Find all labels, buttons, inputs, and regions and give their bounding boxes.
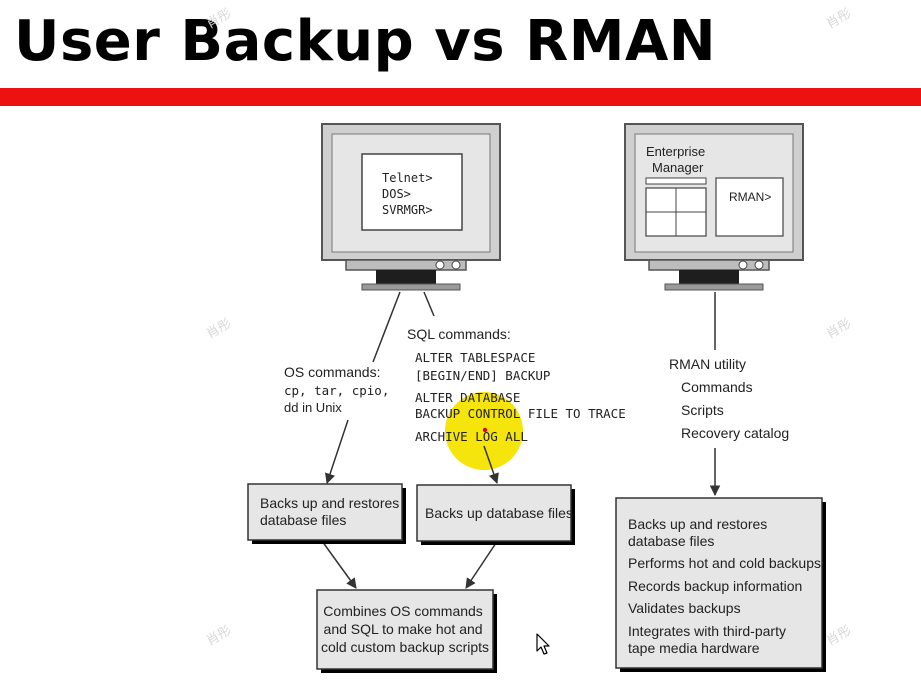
em-label-line: Manager [652,160,704,175]
feature-line: tape media hardware [628,640,760,656]
left-screen-text: Telnet> DOS> SVRMGR> [382,171,440,217]
screen-line: Telnet> [382,171,433,185]
right-computer-icon [624,123,804,291]
sql-commands: ALTER TABLESPACE [BEGIN/END] BACKUP ALTE… [415,350,633,444]
sql-line: [BEGIN/END] BACKUP [415,368,550,383]
box-combined-line: Combines OS commands [323,603,483,619]
box-combined-line: cold custom backup scripts [321,639,489,655]
connectors [321,291,721,589]
box-combined-line: and SQL to make hot and [324,621,483,637]
os-commands-label: OS commands: cp, tar, cpio, dd in Unix [284,364,394,415]
box-sql-text: Backs up database files [425,505,573,521]
feature-line: Integrates with third-party [628,623,786,639]
feature-line: Records backup information [628,578,802,594]
os-commands-line: OS commands: [284,364,380,380]
svg-text:Backs up and restores da: Backs up and restores database files [260,495,403,528]
rman-utility-item: Recovery catalog [681,425,789,441]
box-os-line: Backs up and restores [260,495,399,511]
svg-text:Combines OS commands and: Combines OS commands and SQL to make hot… [321,603,489,655]
rman-utility-item: Scripts [681,402,724,418]
os-commands-line: cp, tar, cpio, [284,383,389,398]
feature-line: Performs hot and cold backups [628,555,821,571]
sql-line: ALTER DATABASE [415,390,520,405]
rman-utility-title: RMAN utility [669,356,746,372]
feature-line: Validates backups [628,600,741,616]
box-rman-features: Backs up and restores database files Per… [615,497,826,672]
rman-utility-item: Commands [681,379,753,395]
mouse-cursor-icon [536,633,550,655]
slide-title: User Backup vs RMAN [14,9,717,74]
left-computer-icon [321,123,501,291]
sql-line: ARCHIVE LOG ALL [415,429,528,444]
sql-heading: SQL commands: [407,326,511,342]
feature-line: database files [628,533,714,549]
red-dot [482,427,488,433]
svg-text:Backs up and restores da: Backs up and restores database files Per… [628,516,825,656]
sql-line: BACKUP CONTROL FILE TO TRACE [415,406,626,421]
rman-prompt: RMAN> [729,190,771,204]
sql-line: ALTER TABLESPACE [415,350,535,365]
em-label-line: Enterprise [646,144,705,159]
rman-utility: RMAN utility Commands Scripts Recovery c… [669,356,789,441]
box-sql-backup: Backs up database files [416,484,575,545]
feature-line: Backs up and restores [628,516,767,532]
screen-line: DOS> [382,187,411,201]
screen-line: SVRMGR> [382,203,433,217]
enterprise-manager-label: Enterprise Manager [646,144,709,175]
box-os-backup: Backs up and restores database files [247,483,406,544]
box-os-line: database files [260,512,346,528]
box-combined: Combines OS commands and SQL to make hot… [316,589,497,673]
os-commands-line: dd in Unix [284,400,342,415]
title-underline-bar [0,88,921,106]
